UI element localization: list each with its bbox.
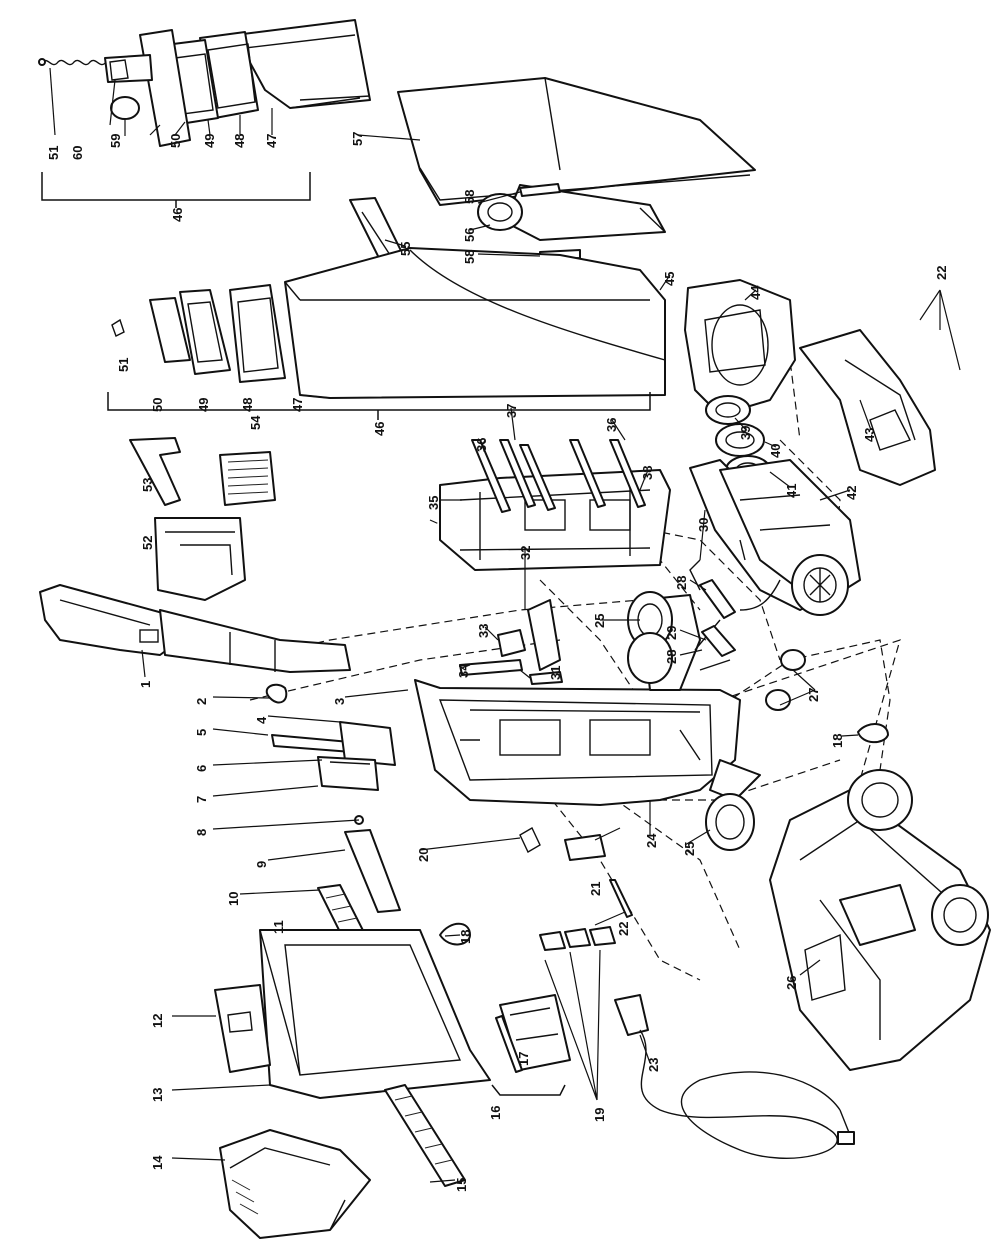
callout-36-right: 36 (604, 418, 619, 432)
callout-58-lower: 58 (462, 250, 477, 264)
callout-26: 26 (784, 976, 799, 990)
motor-rings (705, 395, 771, 485)
callout-53: 53 (140, 478, 155, 492)
callout-42: 42 (844, 486, 859, 500)
callout-31: 31 (548, 666, 563, 680)
callout-51-lower: 51 (116, 358, 131, 372)
power-cord (614, 994, 855, 1159)
misc-clips (439, 723, 889, 946)
callout-12: 12 (150, 1014, 165, 1028)
callout-45: 45 (662, 272, 677, 286)
callout-50-upper: 50 (168, 134, 183, 148)
wheels (627, 632, 755, 851)
callout-57: 57 (350, 132, 365, 146)
callout-40: 40 (768, 444, 783, 458)
callout-7: 7 (194, 796, 209, 803)
callout-2: 2 (194, 698, 209, 705)
motor-cover (684, 279, 936, 486)
callout-16: 16 (488, 1106, 503, 1120)
callout-24: 24 (644, 833, 659, 848)
callout-3: 3 (332, 698, 347, 705)
callout-59: 59 (108, 134, 123, 148)
callout-29: 29 (664, 626, 679, 640)
callout-8: 8 (194, 829, 209, 836)
callout-4: 4 (254, 716, 269, 724)
callout-22-upper: 22 (934, 266, 949, 280)
motor (689, 459, 861, 616)
callout-30: 30 (696, 518, 711, 532)
callout-13: 13 (150, 1088, 165, 1102)
bag-assembly-main (107, 247, 666, 420)
callout-18-lower: 18 (458, 930, 473, 944)
callout-11: 11 (271, 920, 286, 934)
callout-28-upper: 28 (674, 576, 689, 590)
switch-assembly (459, 539, 746, 685)
callout-17: 17 (516, 1052, 531, 1066)
callout-5: 5 (194, 729, 209, 736)
callout-49-upper: 49 (202, 134, 217, 148)
callout-10: 10 (226, 892, 241, 906)
lower-fittings (384, 926, 616, 1187)
rear-cover (214, 929, 491, 1099)
leader-lines (49, 67, 961, 1183)
callout-15: 15 (454, 1178, 469, 1192)
callout-48-lower: 48 (240, 398, 255, 412)
callout-58-upper: 58 (462, 190, 477, 204)
callout-33: 33 (476, 624, 491, 638)
callout-47-upper: 47 (264, 134, 279, 148)
callout-28-lower: 28 (664, 650, 679, 664)
callout-60: 60 (70, 146, 85, 160)
callout-9: 9 (254, 861, 269, 868)
callout-34: 34 (456, 663, 471, 678)
handle (39, 584, 351, 673)
callout-51-upper: 51 (46, 146, 61, 160)
callout-44: 44 (748, 285, 763, 300)
outer-bag (397, 77, 756, 206)
callout-49-lower: 49 (196, 398, 211, 412)
mounting-plate (439, 439, 671, 571)
callout-25-lower: 25 (682, 842, 697, 856)
handle-fittings (265, 683, 401, 973)
callout-18-right: 18 (830, 734, 845, 748)
callout-20: 20 (416, 848, 431, 862)
nozzle-base (769, 769, 991, 1071)
callout-19: 19 (592, 1108, 607, 1122)
callout-23: 23 (646, 1058, 661, 1072)
callout-46-upper: 46 (170, 208, 185, 222)
callout-6: 6 (194, 765, 209, 772)
callout-47-lower: 47 (290, 398, 305, 412)
callout-14: 14 (150, 1155, 165, 1170)
callout-32: 32 (518, 546, 533, 560)
callout-22-lower: 22 (616, 922, 631, 936)
callout-21: 21 (588, 882, 603, 896)
main-housing (414, 591, 761, 806)
callout-27: 27 (806, 688, 821, 702)
bag-assembly-small (38, 19, 371, 208)
callout-38: 38 (640, 466, 655, 480)
brush-tools (129, 437, 276, 601)
callout-43: 43 (862, 428, 877, 442)
callout-1: 1 (138, 681, 153, 688)
callout-41: 41 (784, 484, 799, 498)
bag-housing (219, 1129, 371, 1239)
callout-37: 37 (504, 404, 519, 418)
callout-52: 52 (140, 536, 155, 550)
callout-56: 56 (462, 228, 477, 242)
callout-46-lower: 46 (372, 422, 387, 436)
callout-50-lower: 50 (150, 398, 165, 412)
callout-39: 39 (738, 426, 753, 440)
callout-54: 54 (248, 415, 263, 430)
bag-adapter (477, 183, 666, 261)
callout-55: 55 (398, 242, 413, 256)
casters (765, 649, 806, 711)
callout-48-upper: 48 (232, 134, 247, 148)
callout-36-left: 36 (474, 438, 489, 452)
callout-numbers: 1 2 3 4 5 6 7 8 9 10 11 12 13 14 15 16 1… (46, 132, 949, 1192)
callout-35: 35 (426, 496, 441, 510)
callout-25-upper: 25 (592, 614, 607, 628)
